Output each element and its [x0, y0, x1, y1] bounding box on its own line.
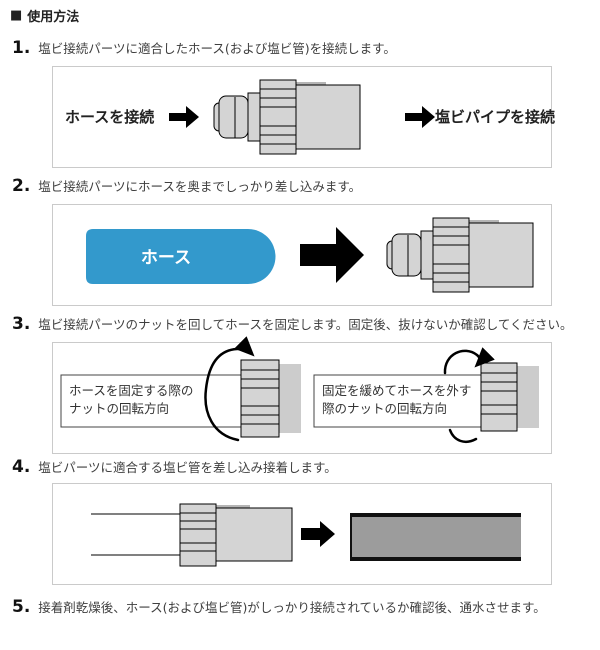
fitting-nozzle — [218, 95, 249, 139]
pvc-fitting-illustration — [213, 79, 361, 155]
step-4: 4. 塩ビパーツに適合する塩ビ管を差し込み接着します。 — [12, 457, 337, 477]
fitting-body — [215, 507, 293, 562]
figure-step-2: ホース — [52, 204, 552, 306]
rotate-clockwise-arrow-icon — [204, 336, 255, 442]
step-number: 4. — [12, 457, 31, 477]
fitting-body — [468, 222, 534, 288]
figure-step-2-canvas: ホース — [86, 217, 534, 293]
pvc-pipe-illustration — [350, 513, 521, 561]
section-title: ■ 使用方法 — [10, 6, 79, 25]
fitting-nozzle — [391, 233, 422, 277]
step-1: 1. 塩ビ接続パーツに適合したホース(および塩ビ管)を接続します。 — [12, 38, 396, 58]
step-number: 5. — [12, 597, 31, 617]
figure-step-1-canvas: ホースを接続 塩ビパイプを接続 — [65, 79, 555, 155]
fitting-nut — [240, 359, 280, 438]
hose-outline-illustration — [91, 513, 180, 556]
step-3: 3. 塩ビ接続パーツのナットを回してホースを固定します。固定後、抜けないか確認し… — [12, 314, 573, 334]
arrow-right-icon — [405, 106, 435, 128]
fitting-tab — [216, 505, 250, 509]
loosen-direction-diagram: 固定を緩めてホースを外す 際のナットの回転方向 — [313, 347, 539, 443]
figure-step-4 — [52, 483, 552, 585]
fitting-body — [295, 84, 361, 150]
hose-label: ホース — [141, 248, 191, 268]
tighten-direction-diagram: ホースを固定する際の ナットの回転方向 — [60, 336, 301, 442]
fitting-body-back — [517, 366, 539, 428]
step-number: 2. — [12, 176, 31, 196]
fitting-collar — [247, 92, 261, 142]
rotate-arrow-tail-icon — [448, 428, 478, 443]
fitting-tab — [296, 82, 326, 86]
step-5: 5. 接着剤乾燥後、ホース(および塩ビ管)がしっかり接続されているか確認後、通水… — [12, 597, 546, 617]
loosen-caption-line2: 際のナットの回転方向 — [322, 401, 447, 416]
fitting-tab — [469, 220, 499, 224]
step-text: 塩ビ接続パーツに適合したホース(および塩ビ管)を接続します。 — [38, 41, 396, 56]
fitting-nut — [432, 217, 470, 293]
figure-step-3: ホースを固定する際の ナットの回転方向 固定を緩めてホースを外す 際のナットの回… — [52, 336, 552, 454]
rotate-counterclockwise-arrow-icon — [443, 347, 495, 375]
fitting-nut-ribs — [433, 226, 469, 283]
pvc-pipe-end — [350, 513, 352, 561]
pvc-pipe-body — [351, 515, 521, 559]
fitting-nut — [259, 79, 297, 155]
fitting-nut — [480, 362, 518, 432]
square-bullet-icon: ■ — [10, 8, 23, 23]
fitting-collar — [420, 230, 434, 280]
step-text: 塩ビ接続パーツのナットを回してホースを固定します。固定後、抜けないか確認してくだ… — [38, 317, 573, 332]
arrow-right-icon — [169, 106, 199, 128]
section-title-text: 使用方法 — [27, 10, 80, 25]
arrow-right-icon — [300, 227, 364, 283]
fitting-body-back — [279, 364, 301, 433]
step-2: 2. 塩ビ接続パーツにホースを奥までしっかり差し込みます。 — [12, 176, 361, 196]
step-text: 接着剤乾燥後、ホース(および塩ビ管)がしっかり接続されているか確認後、通水させま… — [38, 600, 546, 615]
hose-connect-label: ホースを接続 — [65, 108, 154, 126]
tighten-caption-line1: ホースを固定する際の — [69, 383, 193, 398]
figure-step-4-canvas — [91, 503, 521, 567]
figure-step-3-canvas: ホースを固定する際の ナットの回転方向 固定を緩めてホースを外す 際のナットの回… — [60, 336, 539, 443]
fitting-nut-ribs — [180, 512, 216, 552]
loosen-caption-line1: 固定を緩めてホースを外す — [322, 383, 471, 398]
pvc-pipe-wall-top — [351, 513, 521, 517]
pvc-pipe-wall-bottom — [351, 557, 521, 561]
tighten-caption-line2: ナットの回転方向 — [69, 401, 169, 416]
fitting-nut-ribs — [241, 369, 279, 425]
step-number: 3. — [12, 314, 31, 334]
pvc-fitting-illustration — [386, 217, 534, 293]
fitting-nut-ribs — [481, 372, 517, 415]
step-number: 1. — [12, 38, 31, 58]
step-text: 塩ビ接続パーツにホースを奥までしっかり差し込みます。 — [38, 179, 362, 194]
hose-illustration — [86, 229, 276, 284]
pvc-fitting-illustration — [179, 503, 293, 567]
pvc-pipe-connect-label: 塩ビパイプを接続 — [435, 108, 555, 126]
arrow-right-icon — [301, 521, 335, 547]
fitting-nut — [179, 503, 217, 567]
hose-callout-box — [313, 374, 482, 428]
figure-step-1: ホースを接続 塩ビパイプを接続 — [52, 66, 555, 168]
step-text: 塩ビパーツに適合する塩ビ管を差し込み接着します。 — [38, 460, 337, 475]
fitting-nut-ribs — [260, 88, 296, 145]
